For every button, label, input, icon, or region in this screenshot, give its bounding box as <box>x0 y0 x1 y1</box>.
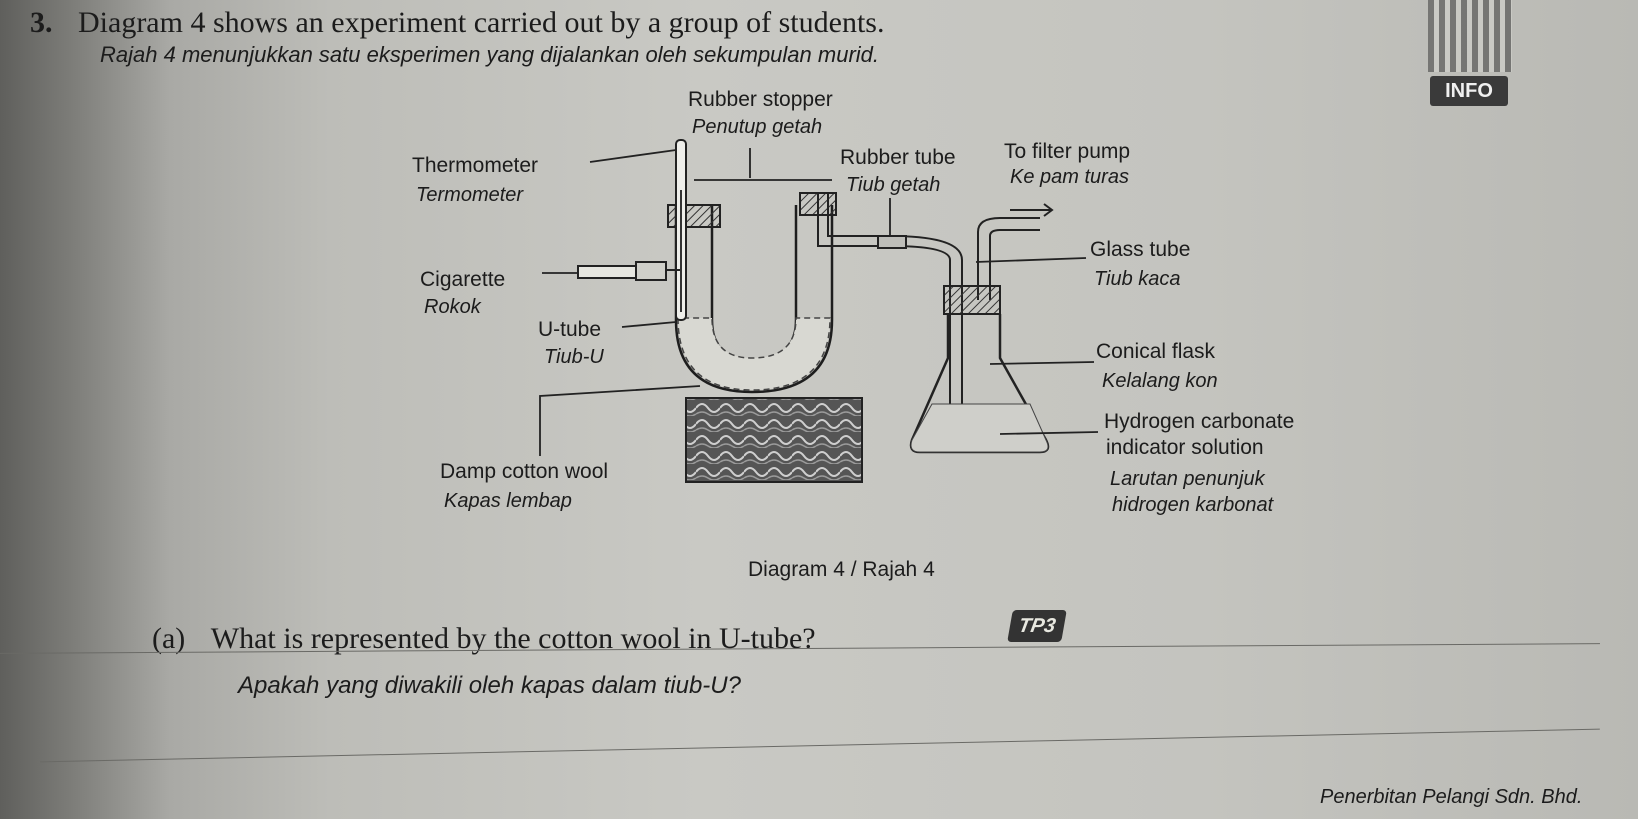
cotton-wool-in-u-tube <box>677 317 831 391</box>
qr-code-icon <box>1428 0 1512 72</box>
part-a-question: (a) What is represented by the cotton wo… <box>152 622 816 656</box>
publisher-credit: Penerbitan Pelangi Sdn. Bhd. <box>1320 786 1583 808</box>
damp-cotton-wool <box>685 397 863 483</box>
thermometer-label: Thermometer <box>412 154 539 177</box>
diagram-caption: Diagram 4 / Rajah 4 <box>748 558 935 581</box>
rubber-stopper-label-my: Penutup getah <box>692 116 823 138</box>
indicator-label-line2: indicator solution <box>1106 436 1264 459</box>
rubber-tube-label: Rubber tube <box>840 146 956 169</box>
u-tube-label: U-tube <box>538 318 602 341</box>
filter-pump-label: To filter pump <box>1004 140 1131 163</box>
indicator-solution <box>910 403 1049 453</box>
cigarette-label: Cigarette <box>420 268 506 291</box>
indicator-label-my-line1: Larutan penunjuk <box>1110 468 1265 490</box>
info-badge: INFO <box>1430 76 1508 106</box>
thermometer-label-my: Termometer <box>416 184 524 206</box>
thermometer <box>675 139 687 321</box>
rubber-tube-joint <box>877 235 907 249</box>
cotton-wool-label-my: Kapas lembap <box>444 490 572 512</box>
tp3-badge: TP3 <box>1007 610 1067 642</box>
part-a-text-my: Apakah yang diwakili oleh kapas dalam ti… <box>238 672 741 699</box>
cigarette <box>577 261 680 281</box>
conical-flask-label-my: Kelalang kon <box>1102 370 1218 392</box>
question-text-my: Rajah 4 menunjukkan satu eksperimen yang… <box>100 42 880 67</box>
part-a-label: (a) <box>152 622 186 655</box>
part-a-text-en: What is represented by the cotton wool i… <box>210 622 816 655</box>
cotton-wool-label: Damp cotton wool <box>440 460 609 483</box>
filter-pump-arrow <box>1010 203 1054 217</box>
conical-flask-label: Conical flask <box>1096 340 1216 363</box>
glass-tube-label-my: Tiub kaca <box>1094 268 1181 290</box>
conical-flask <box>909 285 1050 454</box>
filter-pump-label-my: Ke pam turas <box>1010 166 1129 188</box>
cigarette-label-my: Rokok <box>424 296 481 318</box>
indicator-label-my-line2: hidrogen karbonat <box>1112 494 1274 516</box>
question-number: 3. <box>30 6 53 39</box>
rubber-tube-label-my: Tiub getah <box>846 174 941 196</box>
rubber-stopper-label: Rubber stopper <box>688 88 833 111</box>
question-text-en: Diagram 4 shows an experiment carried ou… <box>78 6 885 39</box>
indicator-label-line1: Hydrogen carbonate <box>1104 410 1295 433</box>
glass-tube-label: Glass tube <box>1090 238 1191 261</box>
u-tube-label-my: Tiub-U <box>544 346 604 368</box>
